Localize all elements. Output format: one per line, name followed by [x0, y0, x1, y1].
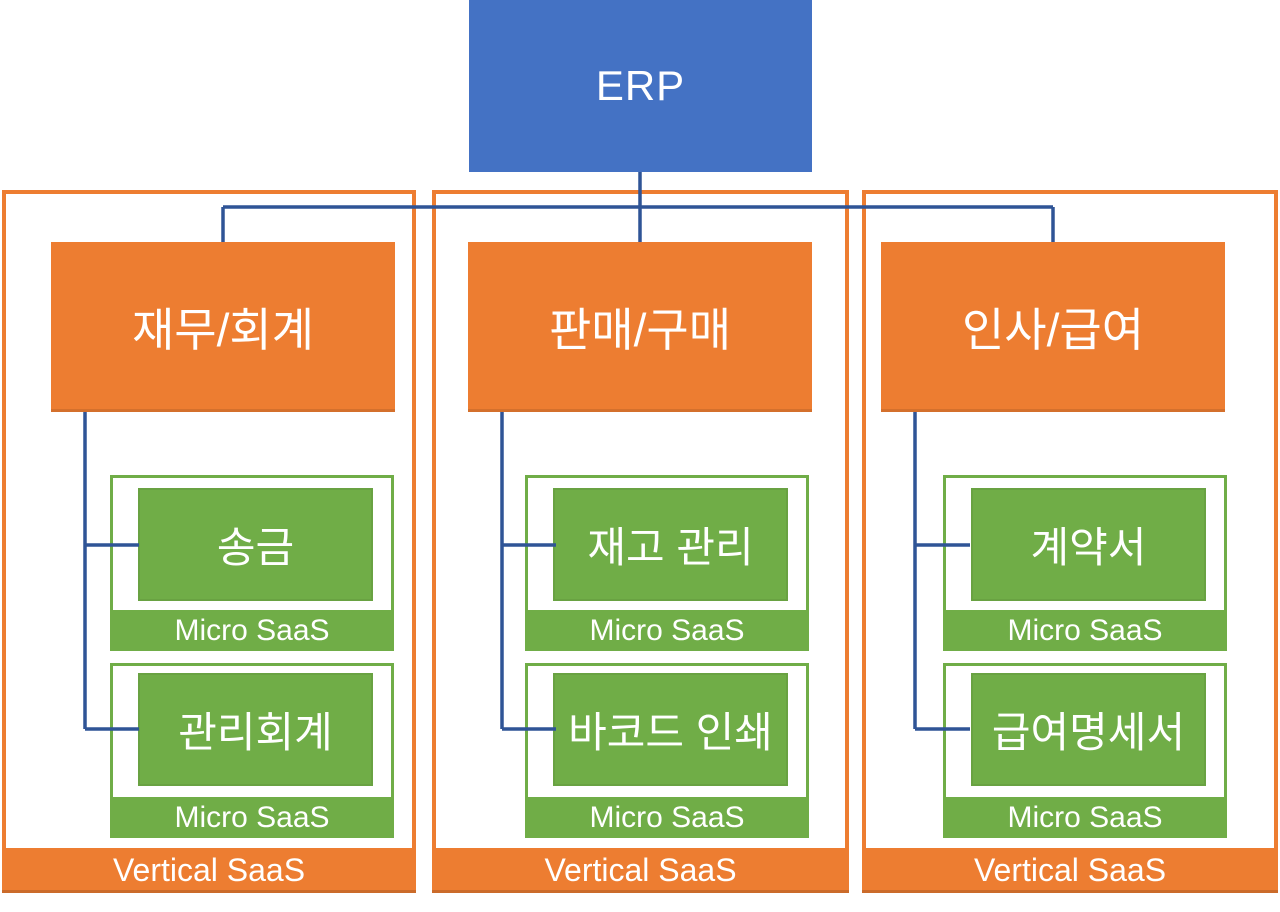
module-box-mgmt-accounting: 관리회계 — [138, 673, 373, 786]
module-box-contract: 계약서 — [971, 488, 1206, 601]
erp-root-node: ERP — [469, 0, 812, 172]
module-group: 계약서 Micro SaaS — [943, 475, 1227, 651]
module-label: 바코드 인쇄 — [568, 709, 773, 756]
category-label: 판매/구매 — [548, 304, 732, 356]
module-group: 관리회계 Micro SaaS — [110, 663, 394, 838]
category-box-hr: 인사/급여 — [881, 242, 1225, 412]
module-group: 급여명세서 Micro SaaS — [943, 663, 1227, 838]
micro-saas-bar: Micro SaaS — [525, 610, 809, 651]
module-label: 계약서 — [1030, 524, 1147, 571]
module-group: 송금 Micro SaaS — [110, 475, 394, 651]
micro-saas-label: Micro SaaS — [589, 613, 745, 647]
module-group: 재고 관리 Micro SaaS — [525, 475, 809, 651]
module-label: 급여명세서 — [991, 709, 1186, 756]
module-box-inventory: 재고 관리 — [553, 488, 788, 601]
module-box-payslip: 급여명세서 — [971, 673, 1206, 786]
vertical-saas-column-finance: 재무/회계 송금 Micro SaaS 관리회계 Micro SaaS Vert… — [2, 190, 416, 893]
category-box-finance: 재무/회계 — [51, 242, 395, 412]
module-label: 재고 관리 — [587, 524, 754, 571]
micro-saas-label: Micro SaaS — [1007, 613, 1163, 647]
micro-saas-bar: Micro SaaS — [525, 797, 809, 838]
category-label: 재무/회계 — [131, 304, 315, 356]
category-box-sales: 판매/구매 — [468, 242, 812, 412]
micro-saas-label: Micro SaaS — [589, 800, 745, 834]
module-box-barcode-print: 바코드 인쇄 — [553, 673, 788, 786]
micro-saas-label: Micro SaaS — [1007, 800, 1163, 834]
vertical-saas-column-sales: 판매/구매 재고 관리 Micro SaaS 바코드 인쇄 Micro SaaS… — [432, 190, 849, 893]
micro-saas-label: Micro SaaS — [174, 613, 330, 647]
module-box-remittance: 송금 — [138, 488, 373, 601]
micro-saas-bar: Micro SaaS — [943, 610, 1227, 651]
vertical-saas-label: Vertical SaaS — [544, 852, 737, 888]
vertical-saas-bar: Vertical SaaS — [432, 848, 849, 893]
micro-saas-bar: Micro SaaS — [943, 797, 1227, 838]
vertical-saas-bar: Vertical SaaS — [2, 848, 416, 893]
vertical-saas-label: Vertical SaaS — [973, 852, 1167, 888]
module-label: 관리회계 — [178, 709, 333, 756]
vertical-saas-column-hr: 인사/급여 계약서 Micro SaaS 급여명세서 Micro SaaS Ve… — [862, 190, 1278, 893]
module-group: 바코드 인쇄 Micro SaaS — [525, 663, 809, 838]
erp-root-label: ERP — [595, 62, 686, 109]
micro-saas-bar: Micro SaaS — [110, 610, 394, 651]
micro-saas-label: Micro SaaS — [174, 800, 330, 834]
micro-saas-bar: Micro SaaS — [110, 797, 394, 838]
vertical-saas-label: Vertical SaaS — [112, 852, 306, 888]
vertical-saas-bar: Vertical SaaS — [862, 848, 1278, 893]
module-label: 송금 — [216, 524, 295, 571]
category-label: 인사/급여 — [961, 304, 1145, 356]
